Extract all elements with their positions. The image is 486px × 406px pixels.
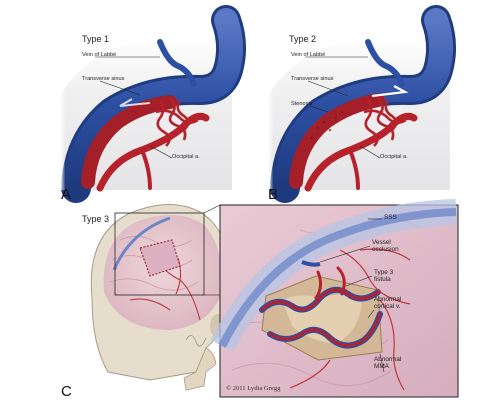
panel-b-label: B (268, 186, 279, 203)
panel-c-type-label: Type 3 (82, 214, 110, 224)
panel-a-drawing (60, 5, 246, 203)
panel-c-cortical-label: Abnormal cortical v. (374, 296, 402, 310)
panel-a-sinus-label: Transverse sinus (82, 76, 125, 82)
panel-c-skull (90, 203, 231, 391)
panel-a-label: A (61, 186, 72, 203)
panel-c-fistula-label: Type 3 fistula (374, 269, 394, 283)
panel-c-occlusion-label: Vessel occlusion (372, 239, 399, 253)
panel-b-drawing (268, 5, 456, 203)
panel-c-inset (210, 199, 459, 398)
panel-c-mma-label: Abnormal MMA (374, 356, 402, 370)
panel-b-occipital-label: Occipital a. (380, 154, 408, 160)
panel-a-type-label: Type 1 (82, 34, 110, 44)
panel-c-sss-label: SSS (384, 214, 397, 221)
panel-b-sinus-label: Transverse sinus (291, 76, 334, 82)
panel-b-type-label: Type 2 (289, 34, 317, 44)
panel-a-occipital-label: Occipital a. (172, 154, 200, 160)
panel-b-vein-label: Vein of Labbé (291, 52, 326, 58)
copyright-text: © 2011 Lydia Gregg (226, 385, 281, 392)
panel-b-stenosis-label: Stenosis (291, 101, 313, 107)
panel-a-vein-label: Vein of Labbé (82, 52, 117, 58)
panel-c-label: C (61, 383, 72, 400)
